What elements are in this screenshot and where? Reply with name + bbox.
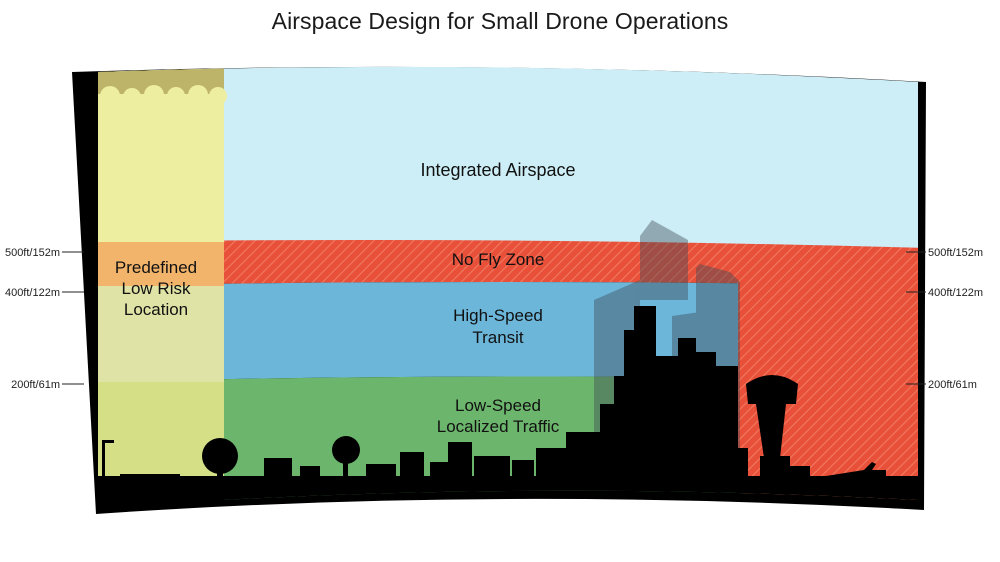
city-silhouette [98,306,918,508]
low-risk-label-line3: Location [124,300,188,319]
altitude-right-500: 500ft/152m [928,247,983,259]
low-speed-label-line1: Low-Speed [455,396,541,415]
low-risk-label-line1: Predefined [115,258,197,277]
altitude-ticks [62,251,926,385]
low-speed-label-line2: Localized Traffic [437,417,560,436]
high-speed-label-line2: Transit [472,328,524,347]
altitude-left-500: 500ft/152m [5,247,60,259]
integrated-airspace-label: Integrated Airspace [420,160,575,180]
altitude-left-200: 200ft/61m [11,379,60,391]
no-fly-zone [98,240,918,286]
high-speed-label-line1: High-Speed [453,306,543,325]
altitude-left-400: 400ft/122m [5,287,60,299]
diagram-title: Airspace Design for Small Drone Operatio… [271,8,729,34]
altitude-right-400: 400ft/122m [928,287,983,299]
no-fly-zone-label: No Fly Zone [452,250,545,269]
altitude-right-200: 200ft/61m [928,379,977,391]
low-risk-column-mid [98,286,224,382]
low-risk-label-line2: Low Risk [122,279,191,298]
low-risk-column-band [98,242,224,286]
